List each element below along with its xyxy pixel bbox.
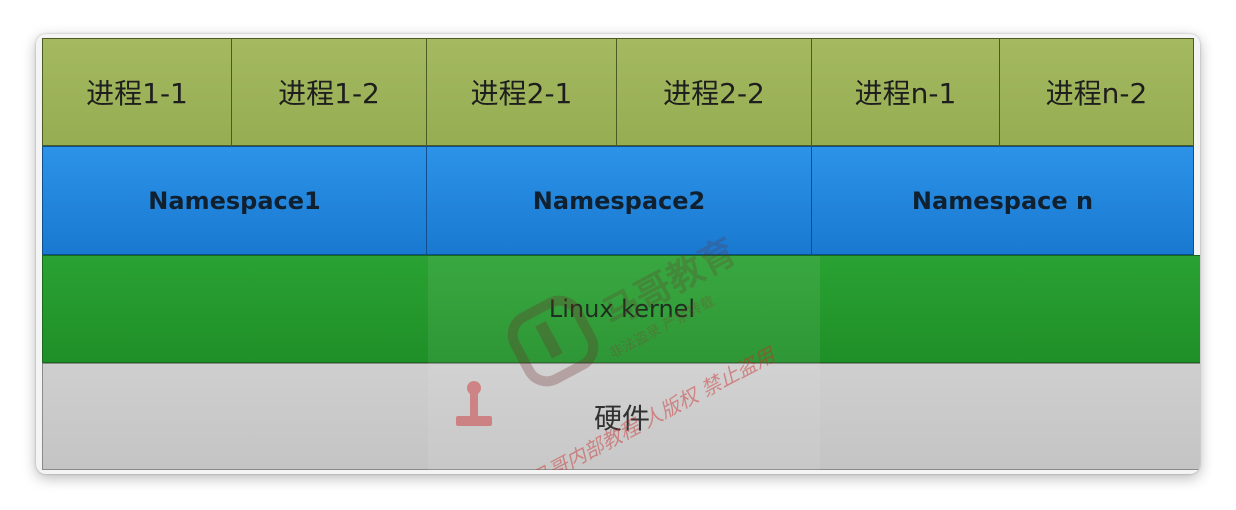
process-box: 进程n-2 — [1000, 38, 1194, 146]
process-box: 进程1-2 — [232, 38, 427, 146]
namespace-row: Namespace1 Namespace2 Namespace n — [42, 146, 1194, 255]
process-box: 进程2-1 — [427, 38, 617, 146]
process-box: 进程1-1 — [42, 38, 232, 146]
diagram-frame: 进程1-1 进程1-2 进程2-1 进程2-2 进程n-1 进程n-2 Name… — [36, 34, 1200, 474]
process-row: 进程1-1 进程1-2 进程2-1 进程2-2 进程n-1 进程n-2 — [42, 38, 1194, 146]
namespace-box: Namespace2 — [427, 146, 812, 255]
kernel-layer: Linux kernel — [42, 255, 1200, 363]
hardware-layer: 硬件 — [42, 363, 1200, 470]
process-box: 进程n-1 — [812, 38, 1000, 146]
namespace-box: Namespace1 — [42, 146, 427, 255]
namespace-box: Namespace n — [812, 146, 1194, 255]
process-box: 进程2-2 — [617, 38, 812, 146]
